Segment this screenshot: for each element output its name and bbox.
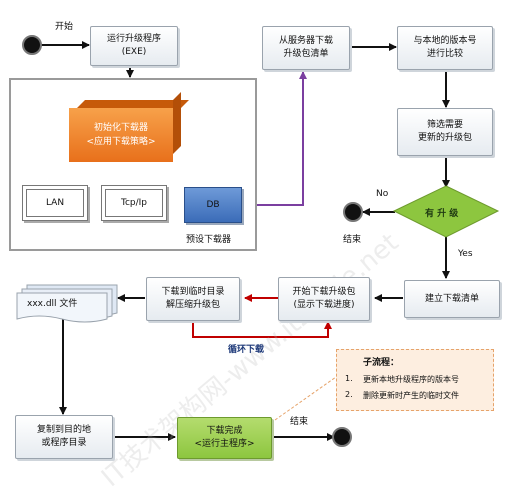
tcp-inner-border: Tcp/Ip bbox=[105, 189, 163, 217]
download-temp-line2: 解压缩升级包 bbox=[165, 300, 220, 310]
compare-node: 与本地的版本号 进行比较 bbox=[397, 26, 493, 70]
init-downloader-front-face: 初始化下载器 <应用下载策略> bbox=[69, 108, 173, 162]
start-download-line1: 开始下载升级包 bbox=[292, 287, 356, 297]
end-label-bottom: 结束 bbox=[290, 417, 309, 427]
filter-line2: 更新的升级包 bbox=[417, 133, 472, 143]
end-terminal-bottom bbox=[332, 427, 352, 447]
lan-inner-border: LAN bbox=[26, 189, 84, 217]
loop-download-label: 循环下载 bbox=[228, 345, 265, 355]
decision-diamond bbox=[392, 185, 500, 238]
subflow-title: 子流程： bbox=[363, 358, 400, 368]
arrow-db-to-server bbox=[243, 71, 307, 206]
dll-files-node: xxx.dll 文件 bbox=[15, 283, 119, 323]
build-list-node: 建立下载清单 bbox=[404, 280, 500, 318]
tcp-label: Tcp/Ip bbox=[120, 198, 148, 208]
subflow-item-number: 1. bbox=[345, 374, 353, 383]
copy-target-node: 复制到目的地 或程序目录 bbox=[15, 415, 113, 459]
end-terminal-top bbox=[343, 202, 363, 222]
start-terminal bbox=[22, 35, 42, 55]
subflow-item: 2. bbox=[345, 390, 353, 399]
subflow-item: 1. bbox=[345, 374, 353, 383]
db-label: DB bbox=[206, 200, 220, 210]
download-list-line1: 从服务器下载 bbox=[278, 36, 333, 46]
download-done-line1: 下载完成 bbox=[206, 426, 243, 436]
init-downloader-node: 初始化下载器 <应用下载策略> bbox=[69, 92, 189, 162]
arrow-loop-download bbox=[192, 318, 332, 338]
filter-node: 筛选需要 更新的升级包 bbox=[397, 108, 493, 156]
init-downloader-side-face bbox=[173, 92, 181, 154]
build-list-label: 建立下载清单 bbox=[424, 293, 479, 304]
start-download-node: 开始下载升级包 (显示下载进度) bbox=[278, 277, 370, 321]
db-node: DB bbox=[184, 187, 242, 223]
end-label-top: 结束 bbox=[343, 235, 362, 245]
preset-downloader-label: 预设下载器 bbox=[186, 235, 232, 245]
compare-line2: 进行比较 bbox=[426, 49, 463, 59]
decision-label: 有 升 级 bbox=[425, 209, 459, 219]
init-downloader-line1: 初始化下载器 bbox=[93, 123, 148, 133]
dll-files-label: xxx.dll 文件 bbox=[27, 299, 78, 309]
run-upgrade-line2: (EXE) bbox=[121, 47, 147, 57]
run-upgrade-node: 运行升级程序 (EXE) bbox=[90, 26, 178, 66]
callout-line bbox=[274, 376, 337, 421]
init-downloader-line2: <应用下载策略> bbox=[86, 137, 156, 147]
subflow-item-text: 更新本地升级程序的版本号 bbox=[363, 375, 459, 384]
start-download-line2: (显示下载进度) bbox=[293, 300, 355, 310]
lan-node: LAN bbox=[22, 185, 88, 221]
download-done-node: 下载完成 <运行主程序> bbox=[177, 417, 272, 459]
subflow-item-text: 删除更新时产生的临时文件 bbox=[363, 391, 459, 400]
download-done-line2: <运行主程序> bbox=[194, 439, 255, 449]
decision-yes-label: Yes bbox=[458, 249, 473, 259]
tcp-node: Tcp/Ip bbox=[101, 185, 167, 221]
filter-line1: 筛选需要 bbox=[426, 120, 463, 130]
dll-files-shape bbox=[16, 284, 118, 323]
decision-no-label: No bbox=[376, 189, 389, 199]
start-label: 开始 bbox=[55, 22, 74, 32]
run-upgrade-line1: 运行升级程序 bbox=[106, 34, 161, 44]
download-temp-line1: 下载到临时目录 bbox=[161, 287, 225, 297]
copy-target-line2: 或程序目录 bbox=[41, 438, 87, 448]
download-list-node: 从服务器下载 升级包清单 bbox=[262, 26, 350, 70]
download-list-line2: 升级包清单 bbox=[283, 49, 329, 59]
compare-line1: 与本地的版本号 bbox=[413, 36, 477, 46]
subflow-panel: 子流程： 1. 更新本地升级程序的版本号 2. 删除更新时产生的临时文件 bbox=[336, 349, 494, 411]
lan-label: LAN bbox=[45, 198, 65, 208]
subflow-item-number: 2. bbox=[345, 390, 353, 399]
download-temp-node: 下载到临时目录 解压缩升级包 bbox=[146, 277, 240, 321]
copy-target-line1: 复制到目的地 bbox=[36, 425, 91, 435]
